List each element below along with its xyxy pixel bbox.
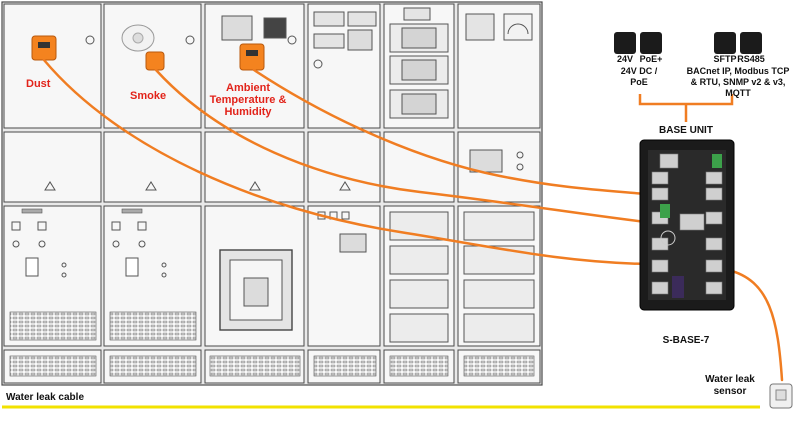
cabinet-5 <box>383 3 455 384</box>
dust-sensor-icon <box>31 35 57 61</box>
smoke-cable <box>154 68 648 224</box>
protocol-label-line1: BACnet IP, Modbus TCP <box>687 66 790 76</box>
cabinet-4 <box>307 3 381 384</box>
protocol-server-icon: SFTP <box>713 32 737 64</box>
sensor-cables <box>42 58 784 382</box>
s-base-7-device <box>639 139 735 311</box>
power-supply-icon: 24V <box>614 32 636 64</box>
leak-sensor-label-line1: Water leak <box>705 374 755 385</box>
dust-cable <box>42 58 648 266</box>
power-label-line1: 24V DC / <box>621 66 658 76</box>
leak-sensor-cable <box>726 268 784 382</box>
ambient-cable <box>252 68 648 196</box>
cabinet-3 <box>204 3 305 384</box>
svg-text:24V: 24V <box>617 54 633 64</box>
water-leak-sensor-icon <box>769 383 793 409</box>
cabinet-6 <box>457 3 541 384</box>
svg-text:PoE+: PoE+ <box>640 54 663 64</box>
smoke-label: Smoke <box>130 90 166 102</box>
base-unit-label: BASE UNIT <box>659 125 713 136</box>
leak-sensor-label-line2: sensor <box>714 386 747 397</box>
ambient-label-line1: Ambient <box>226 82 270 94</box>
base-unit-connectors <box>638 94 734 122</box>
device-name-label: S-BASE-7 <box>663 335 710 346</box>
cabinet-1 <box>3 3 102 384</box>
power-label-line2: PoE <box>630 77 648 87</box>
temperature-humidity-sensor-icon <box>239 43 265 71</box>
svg-text:SFTP: SFTP <box>713 54 736 64</box>
protocol-label-line3: MQTT <box>725 88 751 98</box>
ethernet-protocol-icon: RS485 <box>737 32 765 64</box>
device-ports <box>651 153 723 295</box>
ambient-label-line2: Temperature & <box>210 94 287 106</box>
ambient-label-line3: Humidity <box>224 106 272 118</box>
cabinet-2 <box>103 3 202 384</box>
leak-cable-label: Water leak cable <box>6 392 84 403</box>
poe-port-icon: PoE+ <box>640 32 663 64</box>
dust-label: Dust <box>26 78 51 90</box>
protocol-label-line2: & RTU, SNMP v2 & v3, <box>691 77 786 87</box>
svg-text:RS485: RS485 <box>737 54 765 64</box>
